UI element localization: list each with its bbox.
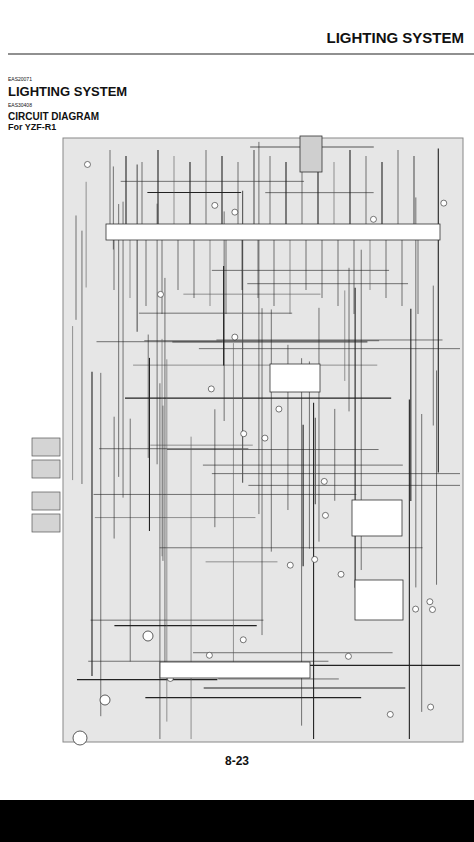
section-code: EAS20071 <box>8 77 32 83</box>
relay-block <box>270 364 320 392</box>
section-code: EAS30408 <box>8 103 32 109</box>
footer-bar <box>0 800 474 842</box>
diagram-panel <box>63 138 463 742</box>
switch-block <box>355 580 403 620</box>
connector-block <box>300 136 322 172</box>
ground-symbols <box>73 631 153 745</box>
model-note: For YZF-R1 <box>8 123 56 133</box>
switch-block <box>352 500 402 536</box>
page-number: 8-23 <box>225 755 249 768</box>
coupler-row <box>160 662 310 678</box>
header-rule <box>8 53 474 54</box>
page-header: LIGHTING SYSTEM <box>326 30 464 47</box>
diagram-heading: CIRCUIT DIAGRAM <box>8 111 99 122</box>
section-title: LIGHTING SYSTEM <box>8 85 127 99</box>
wire-harness <box>73 142 460 739</box>
ecu-connector <box>106 224 440 240</box>
legend-boxes <box>32 438 60 532</box>
